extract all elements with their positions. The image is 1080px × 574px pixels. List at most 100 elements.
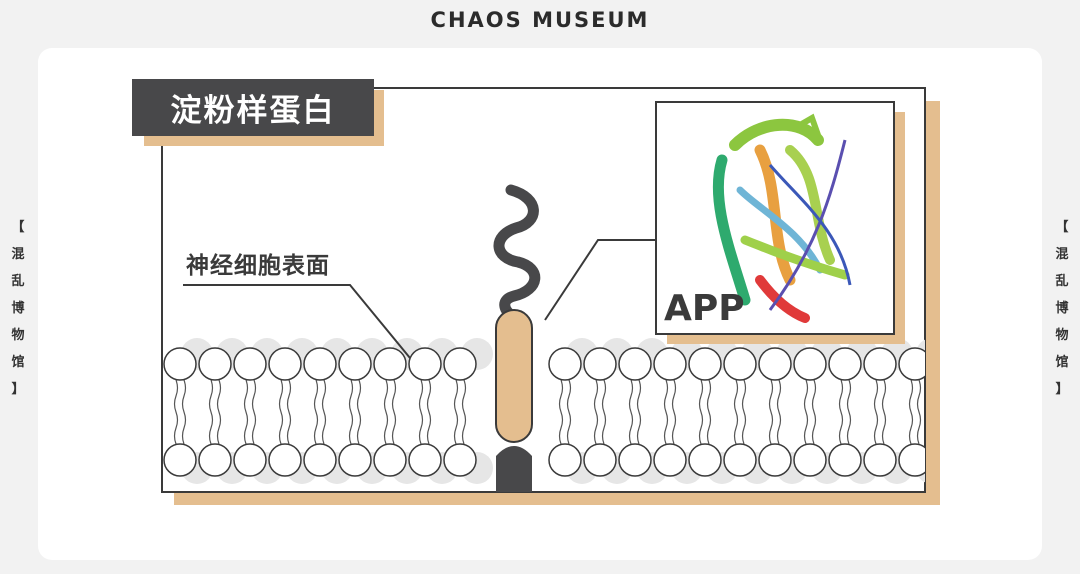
membrane-leader-line <box>183 284 411 359</box>
lipid-tail <box>776 379 782 445</box>
lipid-head <box>443 347 477 381</box>
side-char: 】 <box>11 382 25 397</box>
lipid-tail <box>916 379 922 445</box>
lipid-head <box>373 347 407 381</box>
lipid-head <box>198 347 232 381</box>
lipid-head <box>793 443 827 477</box>
lipid-head <box>723 347 757 381</box>
side-char: 乱 <box>1055 274 1069 289</box>
lipid-tail <box>216 379 222 445</box>
app-leader-line <box>544 239 656 321</box>
lipid-tail <box>908 379 914 445</box>
intracellular-domain <box>496 446 532 492</box>
lipid-tail <box>636 379 642 445</box>
side-label-right: 【 混 乱 博 物 馆 】 <box>1052 214 1072 403</box>
side-char: 物 <box>11 328 25 343</box>
lipid-tail <box>846 379 852 445</box>
lipid-tail <box>208 379 214 445</box>
lipid-head <box>723 443 757 477</box>
lipid-tail <box>706 379 712 445</box>
side-char: 博 <box>1055 301 1069 316</box>
side-char: 【 <box>1055 220 1069 235</box>
brand-title: CHAOS MUSEUM <box>430 8 650 32</box>
lipid-tail <box>838 379 844 445</box>
lipid-head <box>443 443 477 477</box>
lipid-head <box>338 443 372 477</box>
lipid-head <box>583 443 617 477</box>
lipid-tail <box>348 379 354 445</box>
lipid-head <box>163 347 197 381</box>
lipid-head <box>793 347 827 381</box>
lipid-tail <box>251 379 257 445</box>
lipid-head <box>198 443 232 477</box>
side-char: 混 <box>1055 247 1069 262</box>
lipid-tail <box>601 379 607 445</box>
lipid-bilayer <box>163 338 925 484</box>
lipid-tail <box>881 379 887 445</box>
lipid-head <box>303 443 337 477</box>
lipid-tail <box>733 379 739 445</box>
side-char: 馆 <box>1055 355 1069 370</box>
lipid-head <box>408 443 442 477</box>
lipid-head <box>863 443 897 477</box>
lipid-tail <box>243 379 249 445</box>
lipid-tail <box>173 379 179 445</box>
lipid-tail <box>628 379 634 445</box>
lipid-tail <box>356 379 362 445</box>
lipid-head <box>583 347 617 381</box>
transmembrane-domain <box>495 309 533 443</box>
lipid-head <box>863 347 897 381</box>
lipid-head <box>688 443 722 477</box>
lipid-tail <box>286 379 292 445</box>
lipid-tail <box>873 379 879 445</box>
lipid-tail <box>426 379 432 445</box>
lipid-head <box>898 443 925 477</box>
membrane-label: 神经细胞表面 <box>186 253 330 279</box>
lipid-tail <box>418 379 424 445</box>
lipid-tail <box>391 379 397 445</box>
lipid-tail <box>566 379 572 445</box>
lipid-tail <box>811 379 817 445</box>
lipid-tail <box>671 379 677 445</box>
lipid-head <box>408 347 442 381</box>
lipid-head <box>268 347 302 381</box>
lipid-head <box>373 443 407 477</box>
lipid-tail <box>181 379 187 445</box>
lipid-tail <box>321 379 327 445</box>
lipid-tail <box>768 379 774 445</box>
lipid-tail <box>313 379 319 445</box>
protein-ribbon <box>712 113 852 323</box>
lipid-head <box>828 347 862 381</box>
lipid-head <box>653 443 687 477</box>
lipid-tail <box>803 379 809 445</box>
lipid-head <box>163 443 197 477</box>
lipid-tail <box>558 379 564 445</box>
diagram-title: 淀粉样蛋白 <box>132 79 374 136</box>
lipid-tail <box>663 379 669 445</box>
lipid-head <box>758 443 792 477</box>
lipid-head <box>688 347 722 381</box>
side-char: 物 <box>1055 328 1069 343</box>
lipid-head <box>548 347 582 381</box>
side-label-left: 【 混 乱 博 物 馆 】 <box>8 214 28 403</box>
lipid-head <box>828 443 862 477</box>
protein-tail <box>493 184 541 322</box>
lipid-head <box>268 443 302 477</box>
side-char: 馆 <box>11 355 25 370</box>
lipid-head <box>233 347 267 381</box>
side-char: 混 <box>11 247 25 262</box>
lipid-head <box>618 443 652 477</box>
lipid-tail <box>383 379 389 445</box>
side-char: 乱 <box>11 274 25 289</box>
lipid-head <box>898 347 925 381</box>
lipid-head <box>303 347 337 381</box>
lipid-tail <box>698 379 704 445</box>
lipid-head <box>548 443 582 477</box>
lipid-head <box>653 347 687 381</box>
lipid-head <box>338 347 372 381</box>
lipid-tail <box>741 379 747 445</box>
lipid-tail <box>461 379 467 445</box>
lipid-head <box>233 443 267 477</box>
side-char: 【 <box>11 220 25 235</box>
side-char: 】 <box>1055 382 1069 397</box>
